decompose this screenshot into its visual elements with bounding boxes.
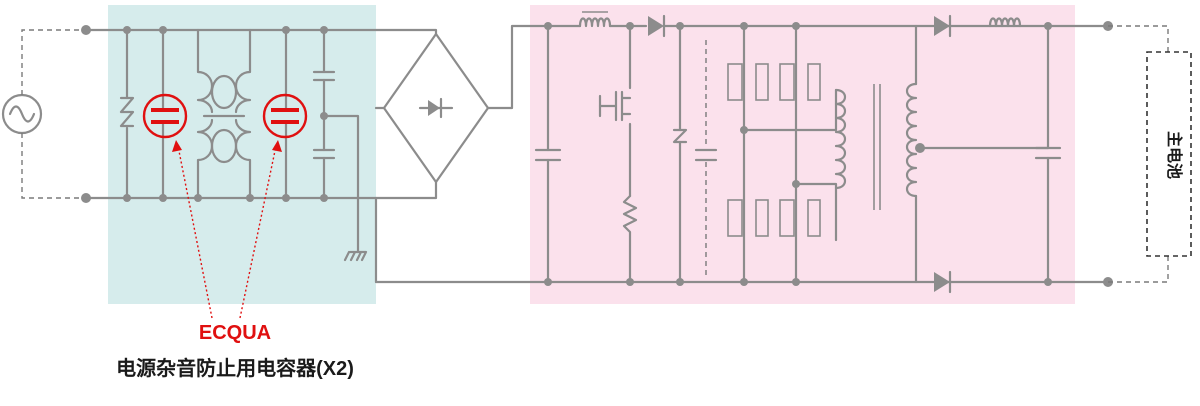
- x2-capacitor-2: [262, 26, 308, 202]
- pfc-stage: [534, 11, 1110, 286]
- x2-capacitor-1: [142, 26, 188, 202]
- transformer: [834, 24, 1050, 284]
- capacitor-icon: [151, 108, 179, 124]
- converter-region: [530, 5, 1075, 304]
- output-stage: [934, 14, 1169, 294]
- callout-description: 电源杂音防止用电容器(X2): [116, 358, 354, 380]
- ground-icon: [343, 250, 368, 262]
- h-bridge: [727, 22, 838, 286]
- load-label: 主电池: [1165, 131, 1184, 179]
- main-battery-load: 主电池: [1146, 51, 1192, 257]
- callout-arrows: [172, 140, 282, 319]
- common-mode-choke: [194, 28, 254, 202]
- callout-part-number: ECQUA: [198, 322, 272, 344]
- capacitor-icon: [271, 108, 299, 124]
- varistor: [119, 26, 135, 202]
- sine-wave-icon: [8, 105, 36, 123]
- emi-filter-region: [108, 5, 376, 304]
- ac-source: [1, 29, 86, 199]
